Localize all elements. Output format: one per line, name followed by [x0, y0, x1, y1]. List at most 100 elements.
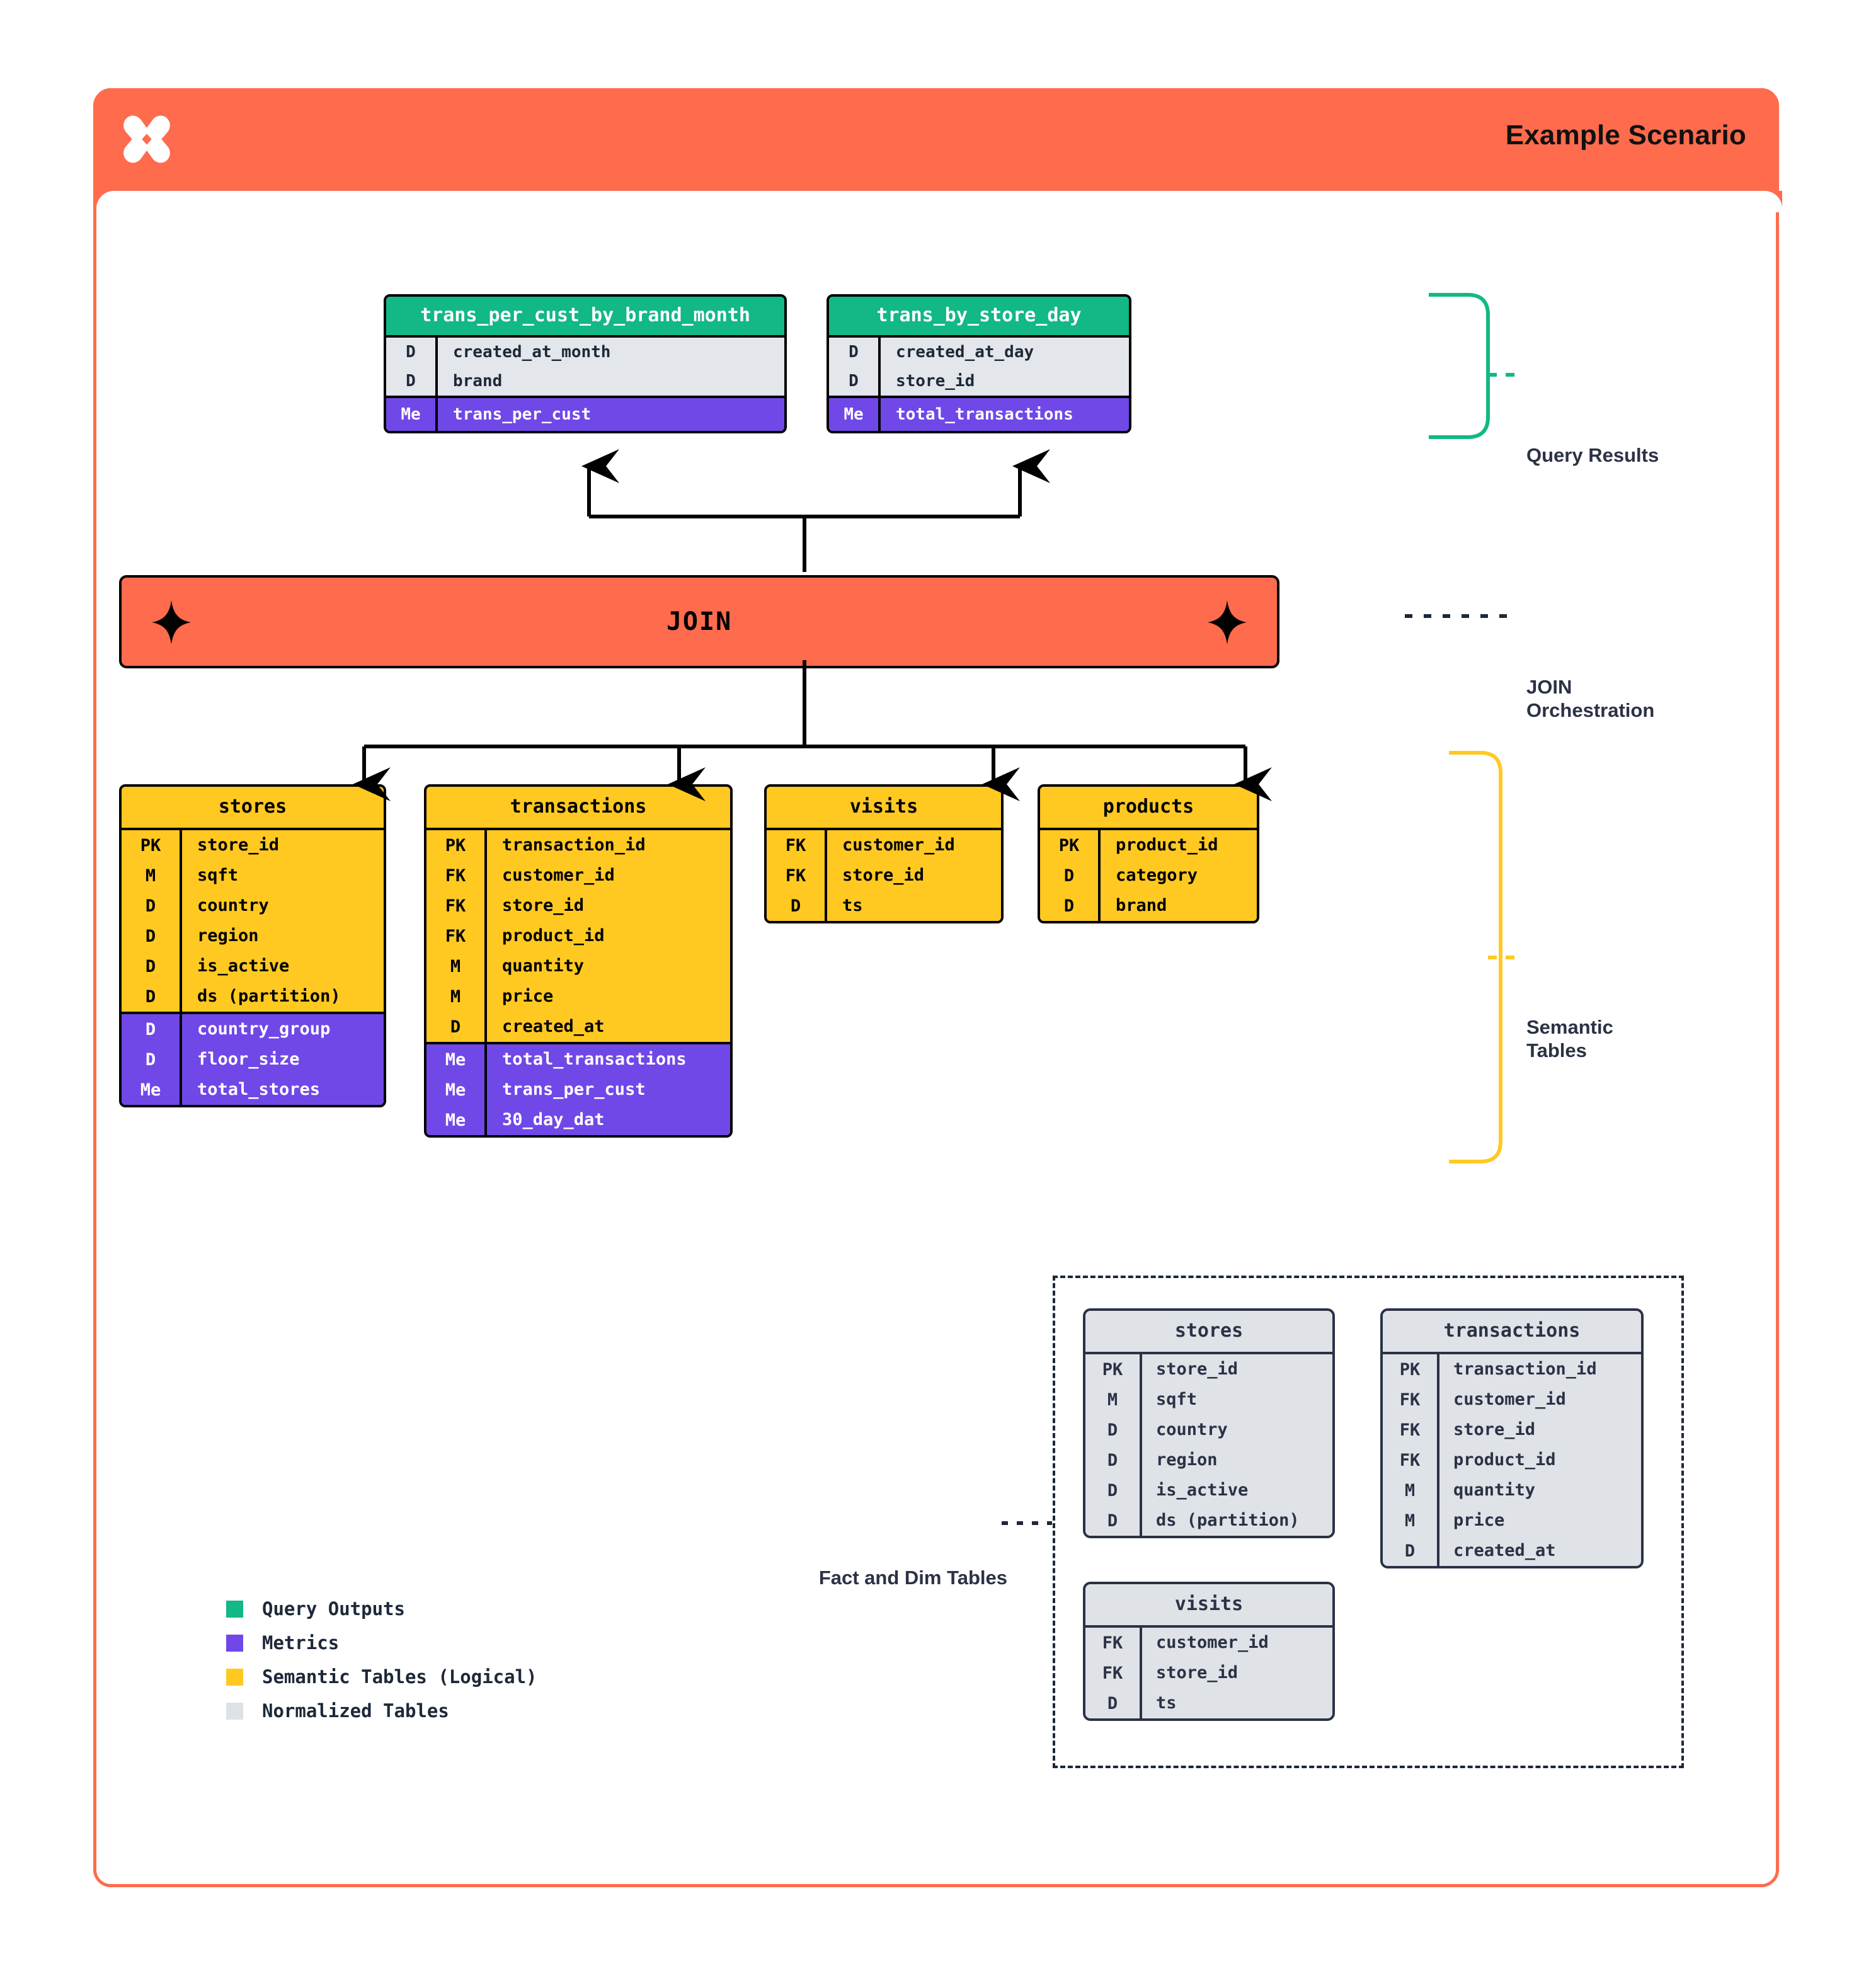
legend-swatch-query-outputs [226, 1600, 243, 1618]
row-key: FK [785, 835, 806, 855]
row-key: M [1107, 1390, 1118, 1410]
query-result-table-0[interactable]: trans_per_cust_by_brand_month D created_… [384, 294, 787, 433]
legend-label: Query Outputs [262, 1598, 405, 1620]
row-field: category [1098, 860, 1257, 891]
four-point-star-icon [1208, 600, 1247, 644]
row-field: store_id [878, 367, 1129, 396]
row-key: FK [445, 865, 466, 886]
legend-label: Semantic Tables (Logical) [262, 1666, 537, 1688]
row-field: is_active [1140, 1475, 1332, 1505]
row-field: sqft [1140, 1385, 1332, 1415]
row-key: D [450, 1017, 461, 1037]
row-field: store_id [1140, 1658, 1332, 1688]
cross-star-logo-icon [123, 115, 170, 163]
row-field: store_id [825, 860, 1001, 891]
row-key: D [1107, 1693, 1118, 1713]
row-field: total_transactions [878, 398, 1129, 431]
example-scenario-card: Example Scenario trans_per_cust_by_brand… [93, 88, 1782, 1887]
row-field: region [1140, 1445, 1332, 1475]
table-title: transactions [426, 787, 730, 828]
row-key: D [145, 986, 156, 1007]
dimension-rows: D created_at_month D brand [386, 335, 784, 396]
row-field: ts [825, 891, 1001, 921]
row-field: 30_day_dat [484, 1105, 730, 1135]
semantic-annotation-line-1: Semantic [1526, 1016, 1613, 1038]
row-field: is_active [180, 951, 384, 981]
legend-item: Query Outputs [226, 1592, 537, 1626]
row-field: trans_per_cust [435, 398, 784, 431]
fact-dim-container [1053, 1276, 1684, 1768]
row-field: region [180, 921, 384, 951]
legend-label: Normalized Tables [262, 1700, 449, 1722]
table-row: D created_at_month [386, 338, 784, 367]
row-field: customer_id [825, 830, 1001, 860]
row-key: PK [1058, 835, 1080, 855]
row-key: Me [445, 1110, 466, 1130]
table-row: FK customer_id [767, 830, 1001, 860]
row-key: D [1107, 1420, 1118, 1440]
row-key: M [450, 956, 461, 976]
table-row: Me 30_day_dat [426, 1105, 730, 1135]
row-key: FK [1399, 1450, 1421, 1470]
row-key: PK [1102, 1359, 1123, 1380]
query-result-table-1[interactable]: trans_by_store_day D created_at_day D st… [827, 294, 1131, 433]
row-field: transaction_id [1437, 1354, 1641, 1385]
row-key: M [1404, 1480, 1416, 1500]
join-orchestration-bar[interactable]: JOIN [119, 575, 1279, 668]
row-key: D [790, 896, 801, 916]
row-key: D [406, 372, 416, 391]
metric-rows: Me total_transactions [829, 396, 1129, 431]
row-key: FK [1399, 1390, 1421, 1410]
table-row: D created_at_day [829, 338, 1129, 367]
row-key: D [1404, 1541, 1416, 1561]
row-field: product_id [1098, 830, 1257, 860]
row-field: quantity [1437, 1475, 1641, 1505]
row-key: PK [140, 835, 161, 855]
table-title: visits [1085, 1584, 1332, 1625]
row-field: created_at [484, 1012, 730, 1042]
row-key: PK [1399, 1359, 1421, 1380]
row-field: created_at [1437, 1536, 1641, 1566]
legend-swatch-normalized-tables [226, 1702, 243, 1720]
row-key: D [849, 343, 859, 362]
row-key: D [145, 956, 156, 976]
row-key: Me [844, 405, 864, 424]
table-title: trans_by_store_day [829, 297, 1129, 335]
row-field: customer_id [1140, 1628, 1332, 1658]
row-key: Me [445, 1080, 466, 1100]
row-key: D [1107, 1480, 1118, 1500]
row-field: price [484, 981, 730, 1012]
legend-swatch-semantic-tables [226, 1668, 243, 1686]
